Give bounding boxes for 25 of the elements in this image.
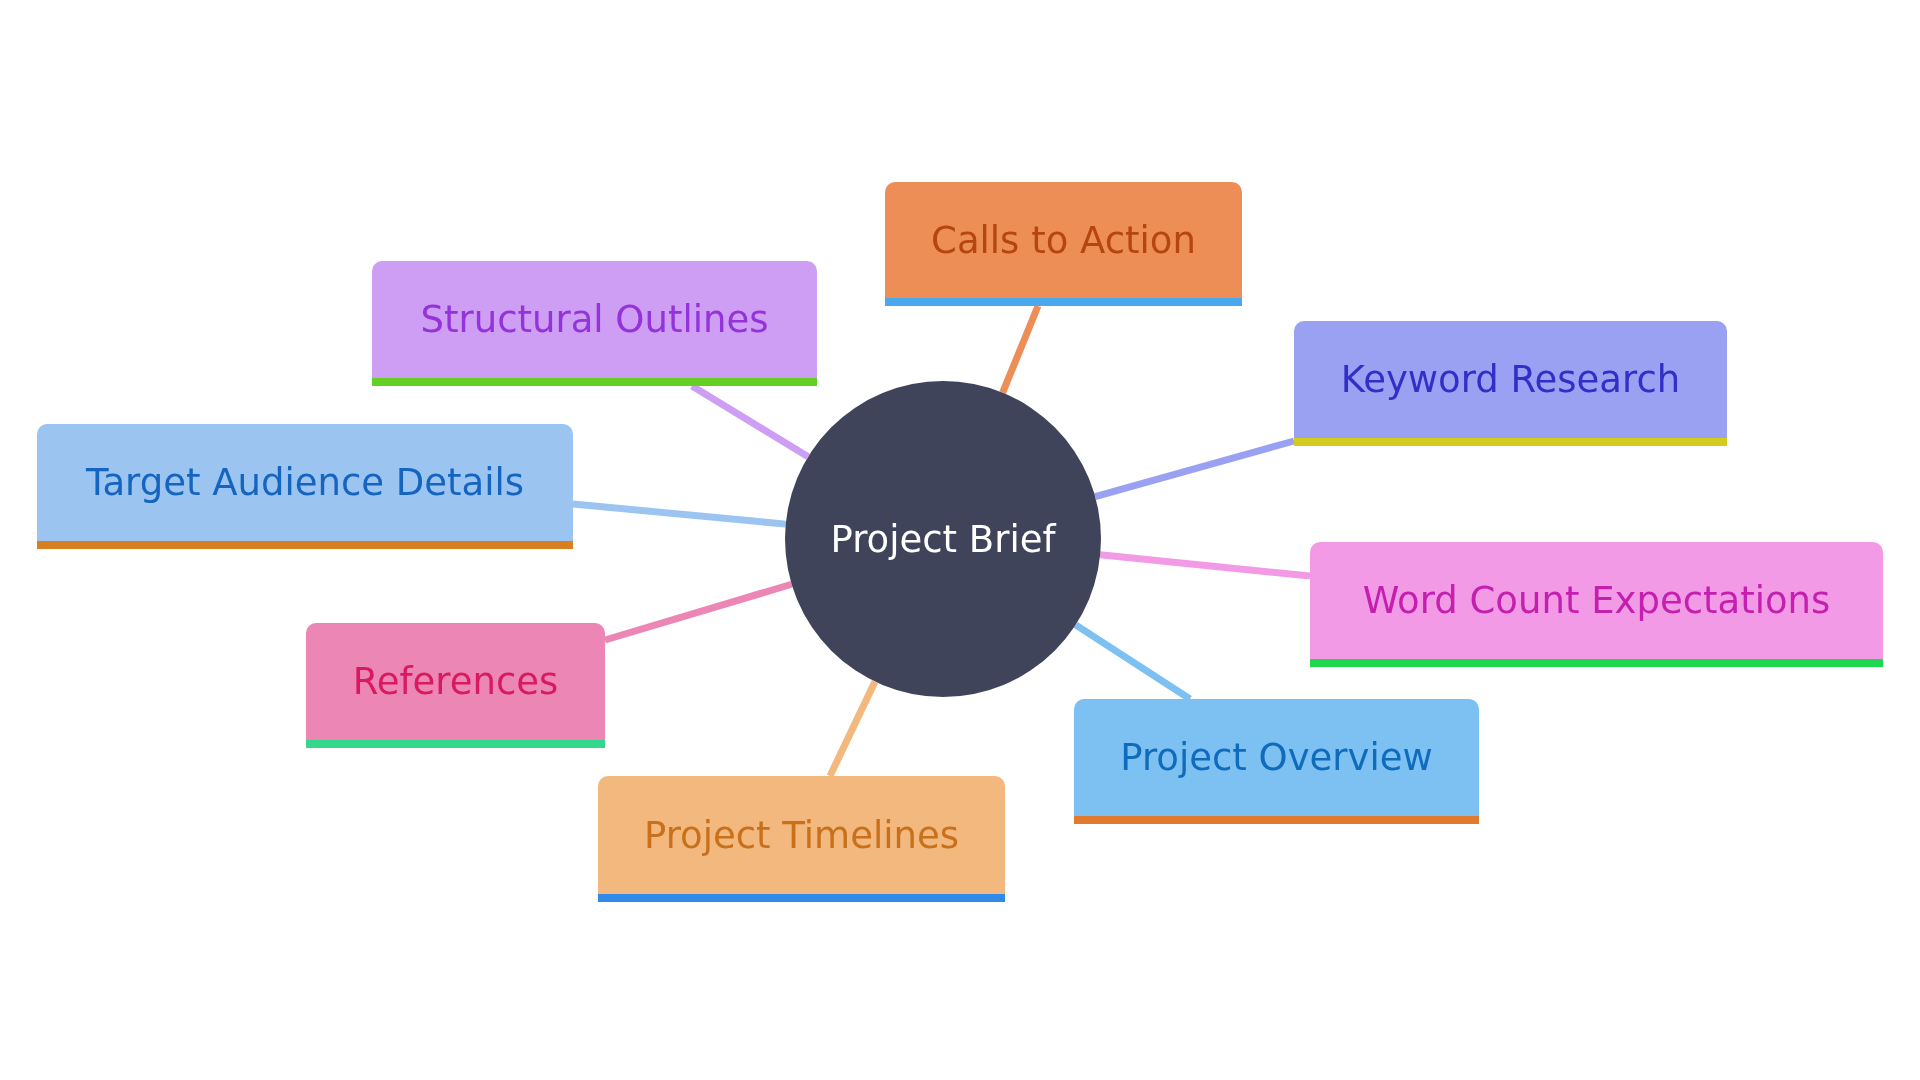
- topic-box: [1074, 699, 1479, 824]
- topic-label: Structural Outlines: [420, 298, 769, 341]
- connector-line: [1073, 621, 1192, 702]
- connector-line: [604, 580, 793, 644]
- topic-label: Project Overview: [1120, 736, 1433, 779]
- connector-line: [999, 304, 1042, 394]
- connector-line: [572, 500, 787, 528]
- topic-label: Project Brief: [830, 517, 1056, 561]
- topic-label: Calls to Action: [931, 218, 1196, 262]
- topic-label: Keyword Research: [1340, 358, 1681, 401]
- connector-line: [1099, 551, 1311, 580]
- topic-label: References: [352, 660, 559, 703]
- connector-line: [1094, 437, 1295, 500]
- topic-label: Project Timelines: [644, 813, 959, 857]
- topic-label: Target Audience Details: [85, 461, 525, 504]
- topic-box: [306, 623, 605, 748]
- topic-box: [1294, 321, 1727, 446]
- connector-line: [690, 383, 810, 460]
- topic-box: [598, 776, 1005, 902]
- topic-label: Word Count Expectations: [1362, 579, 1831, 622]
- topic-box: [372, 261, 817, 386]
- connector-line: [826, 680, 879, 778]
- topic-box: [885, 182, 1242, 306]
- topic-box: [37, 424, 573, 549]
- topic-box: [1310, 542, 1883, 667]
